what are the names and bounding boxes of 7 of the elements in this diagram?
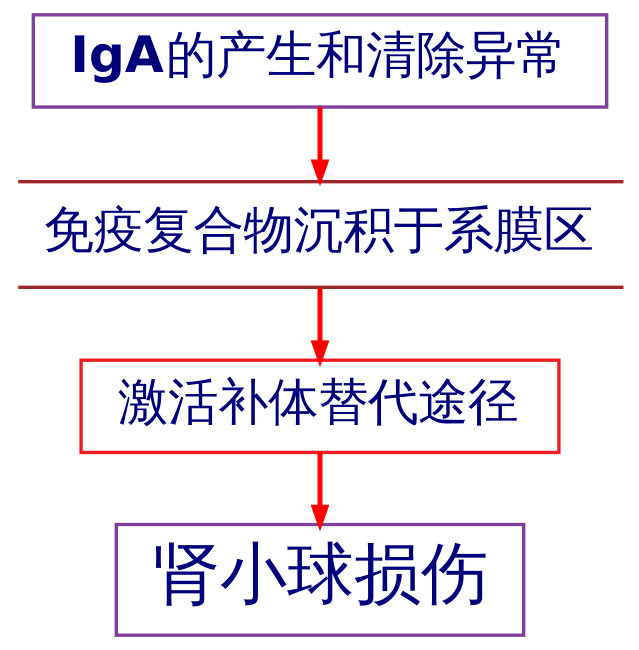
node-text: 免疫复合物沉积于系膜区 xyxy=(42,200,593,260)
arrow xyxy=(310,288,329,368)
node-box: 肾小球损伤 xyxy=(114,522,525,637)
node-box: 激活补体替代途径 xyxy=(78,358,560,454)
arrow xyxy=(310,107,329,186)
node-box: IgA的产生和清除异常 xyxy=(31,13,608,109)
arrow xyxy=(310,452,329,532)
